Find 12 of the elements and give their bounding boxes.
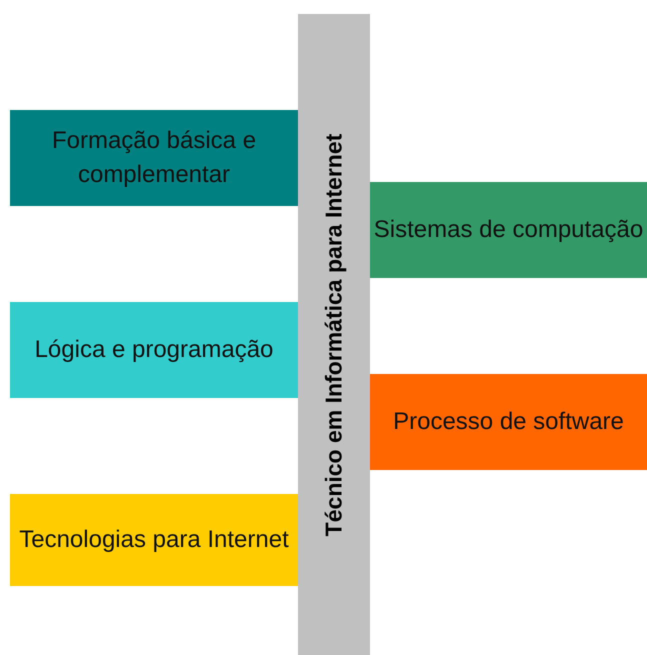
- category-box: [10, 302, 298, 398]
- box-label: Tecnologias para Internet: [19, 525, 289, 555]
- category-box: [10, 494, 298, 586]
- category-box: [370, 182, 647, 278]
- vertical-band: [298, 14, 370, 655]
- category-box: [370, 374, 647, 470]
- category-box: [10, 110, 298, 206]
- band-title: Técnico em Informática para Internet: [320, 133, 348, 536]
- box-label: Lógica e programação: [34, 335, 274, 365]
- box-label: Processo de software: [393, 407, 624, 437]
- box-label: Sistemas de computação: [374, 215, 644, 245]
- box-label: Formação básica e complementar: [50, 126, 258, 190]
